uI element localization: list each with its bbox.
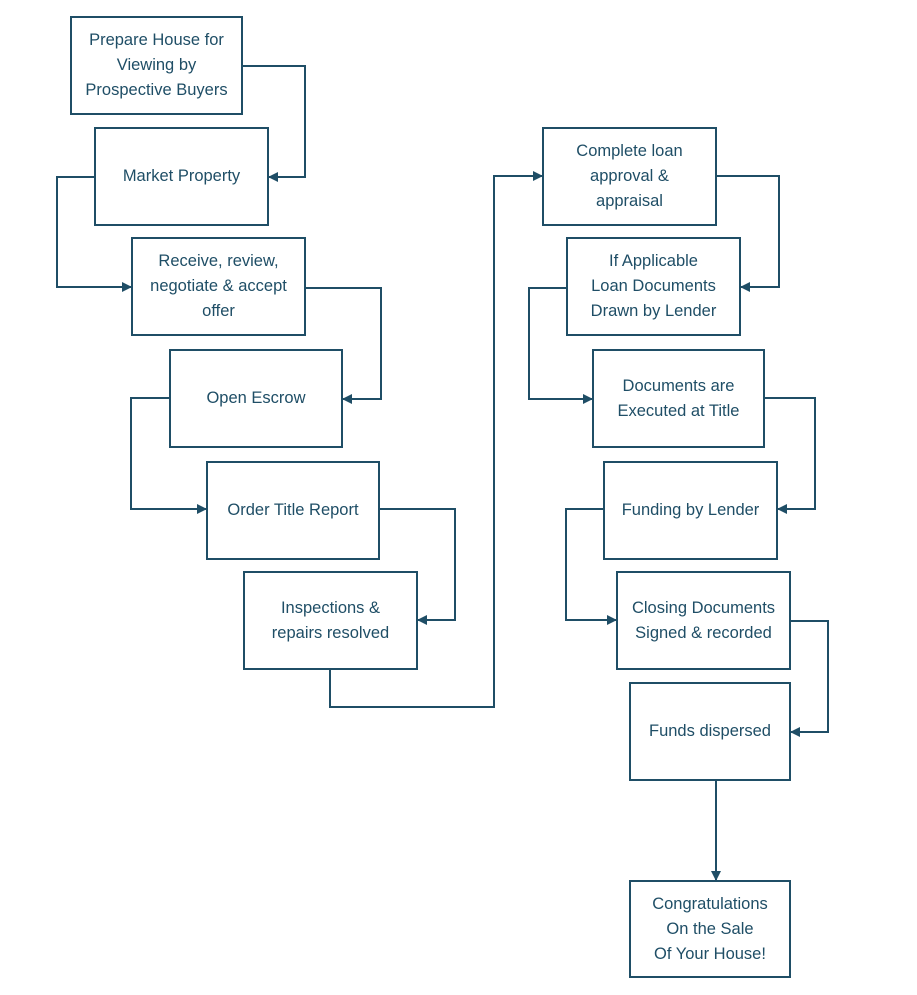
step-market-property: Market Property bbox=[94, 127, 269, 226]
step-congratulations-label: Congratulations On the Sale Of Your Hous… bbox=[652, 894, 768, 963]
connector-documents-to-executed bbox=[528, 287, 593, 404]
step-funds-dispersed: Funds dispersed bbox=[629, 682, 791, 781]
step-funding: Funding by Lender bbox=[603, 461, 778, 560]
step-prepare-house-label: Prepare House for Viewing by Prospective… bbox=[85, 31, 228, 99]
step-funds-dispersed-label: Funds dispersed bbox=[649, 722, 771, 740]
connector-receive-to-escrow bbox=[306, 287, 382, 404]
step-funding-label: Funding by Lender bbox=[621, 501, 760, 519]
step-congratulations: Congratulations On the Sale Of Your Hous… bbox=[629, 880, 791, 978]
step-closing-documents-label: Closing Documents Signed & recorded bbox=[631, 598, 776, 642]
step-closing-documents: Closing Documents Signed & recorded bbox=[616, 571, 791, 670]
step-receive-offer-label: Receive, review, negotiate & accept offe… bbox=[150, 252, 287, 320]
step-documents-executed: Documents are Executed at Title bbox=[592, 349, 765, 448]
step-order-title-report: Order Title Report bbox=[206, 461, 380, 560]
step-documents-executed-label: Documents are Executed at Title bbox=[617, 376, 740, 420]
step-inspections-label: Inspections & repairs resolved bbox=[271, 598, 390, 642]
step-open-escrow-label: Open Escrow bbox=[206, 389, 306, 407]
connector-escrow-to-title bbox=[130, 397, 207, 514]
step-complete-loan: Complete loan approval & appraisal bbox=[542, 127, 717, 226]
connector-loan-to-documents bbox=[717, 175, 780, 292]
step-receive-offer: Receive, review, negotiate & accept offe… bbox=[131, 237, 306, 336]
connector-executed-to-funding bbox=[765, 397, 816, 514]
step-open-escrow: Open Escrow bbox=[169, 349, 343, 448]
connector-market-to-receive bbox=[56, 176, 132, 292]
connector-prepare-to-market bbox=[243, 65, 306, 182]
connector-title-to-inspections bbox=[380, 508, 456, 625]
step-loan-documents-label: If Applicable Loan Documents Drawn by Le… bbox=[590, 252, 717, 320]
connector-inspections-to-loan bbox=[329, 171, 543, 708]
step-prepare-house: Prepare House for Viewing by Prospective… bbox=[70, 16, 243, 115]
step-market-property-label: Market Property bbox=[122, 167, 241, 185]
step-loan-documents: If Applicable Loan Documents Drawn by Le… bbox=[566, 237, 741, 336]
step-complete-loan-label: Complete loan approval & appraisal bbox=[576, 142, 683, 210]
step-order-title-report-label: Order Title Report bbox=[227, 501, 359, 519]
step-inspections: Inspections & repairs resolved bbox=[243, 571, 418, 670]
connector-closing-to-dispersed bbox=[790, 620, 829, 737]
connector-funding-to-closing bbox=[565, 508, 617, 625]
